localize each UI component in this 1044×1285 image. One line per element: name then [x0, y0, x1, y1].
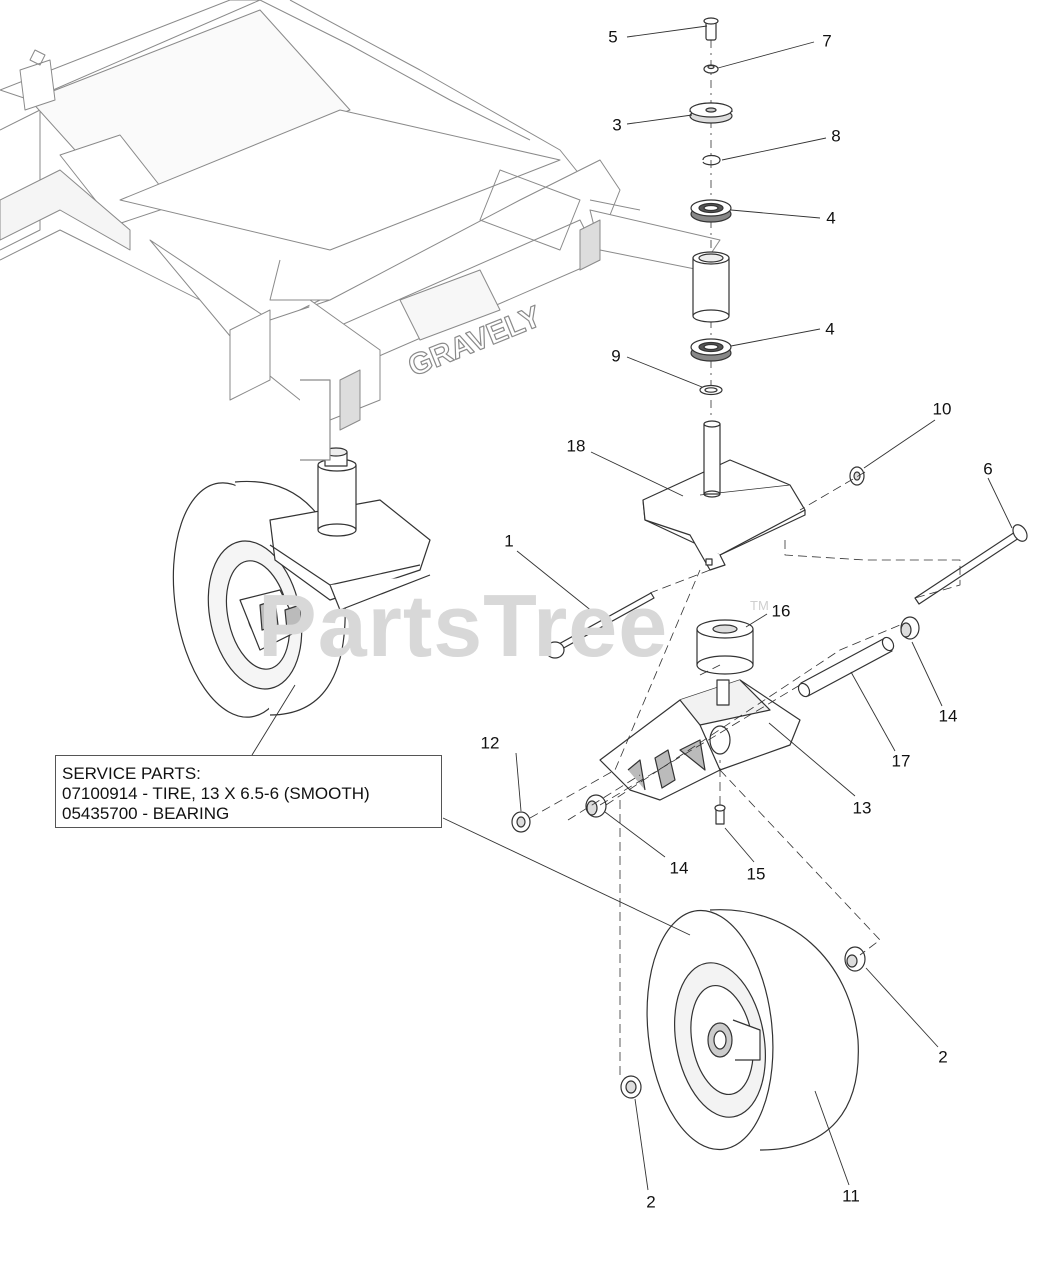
part-2-seal-left: [620, 1075, 642, 1099]
part-9-washer: [699, 384, 723, 396]
callout-11: 11: [842, 1186, 860, 1206]
leader-lines: [251, 25, 1013, 1191]
part-18-caster-fork: [642, 420, 806, 571]
callout-10: 10: [932, 399, 952, 419]
callout-2-left: 2: [646, 1192, 656, 1212]
callout-14-right: 14: [938, 706, 958, 726]
callout-1: 1: [504, 531, 514, 551]
callout-9: 9: [611, 346, 621, 366]
part-10-nut: [849, 466, 865, 486]
part-13-axle-yoke: [599, 679, 801, 801]
part-15-grease-fitting: [714, 804, 726, 825]
callout-14-left: 14: [669, 858, 689, 878]
part-1-axle-bolt: [545, 592, 655, 659]
part-14-spacer-right: [900, 616, 920, 640]
callout-4-upper: 4: [826, 208, 836, 228]
assembled-caster-left: [172, 379, 431, 718]
partstree-watermark: PartsTree: [258, 576, 669, 675]
callout-13: 13: [852, 798, 872, 818]
callout-5: 5: [608, 27, 618, 47]
callout-12: 12: [480, 733, 500, 753]
part-8-snap-ring: [702, 154, 721, 166]
callout-15: 15: [746, 864, 766, 884]
callout-17: 17: [891, 751, 911, 771]
part-5-pin: [703, 17, 719, 41]
part-4-bearing-lower: [690, 338, 732, 362]
service-part-bearing: 05435700 - BEARING: [62, 804, 230, 823]
callout-7: 7: [822, 31, 832, 51]
callout-2-right: 2: [938, 1047, 948, 1067]
part-2-seal-right: [844, 946, 866, 972]
service-parts-title: SERVICE PARTS:: [62, 764, 201, 783]
part-7-clip: [703, 64, 719, 74]
mower-frame: [0, 0, 721, 431]
part-6-bolt: [914, 524, 1028, 605]
part-14-spacer-left: [585, 794, 607, 818]
part-12-nut: [511, 811, 531, 833]
part-3-cap: [689, 102, 733, 124]
part-4-bearing-upper: [690, 199, 732, 223]
callout-3: 3: [612, 115, 622, 135]
part-16-bushing: [696, 619, 754, 675]
callout-4-lower: 4: [825, 319, 835, 339]
caster-spindle-tube: [692, 251, 730, 323]
part-11-wheel: [646, 909, 859, 1151]
callout-8: 8: [831, 126, 841, 146]
callout-18: 18: [566, 436, 586, 456]
watermark-trademark: TM: [750, 598, 769, 613]
service-parts-box: SERVICE PARTS: 07100914 - TIRE, 13 X 6.5…: [55, 755, 442, 828]
assembly-centerlines: [529, 471, 961, 1080]
part-17-sleeve: [797, 636, 895, 698]
service-part-tire: 07100914 - TIRE, 13 X 6.5-6 (SMOOTH): [62, 784, 370, 803]
callout-6: 6: [983, 459, 993, 479]
callout-16: 16: [771, 601, 791, 621]
